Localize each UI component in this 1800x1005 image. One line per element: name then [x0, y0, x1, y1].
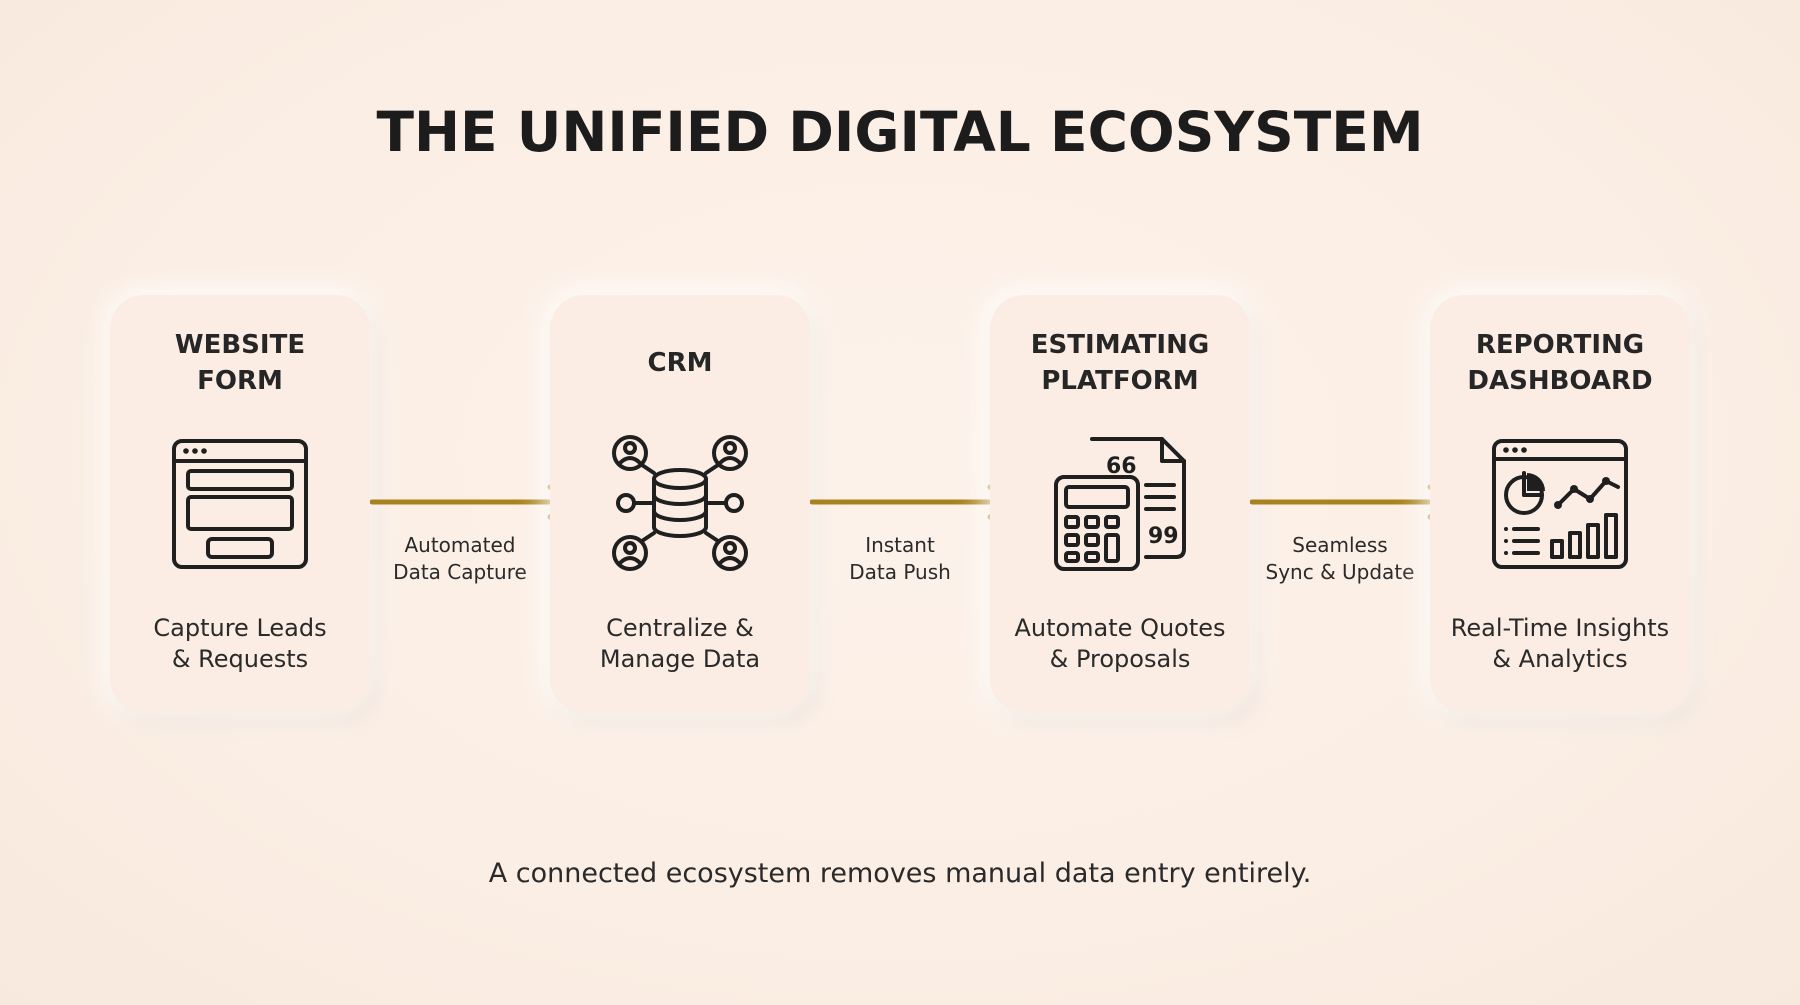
step-title: CRM [647, 348, 713, 378]
footer-caption: A connected ecosystem removes manual dat… [488, 858, 1312, 889]
web-form-icon [172, 439, 308, 569]
step-card-reporting-dashboard: REPORTING DASHBOARD [1430, 295, 1690, 713]
step-description: Automate Quotes & Proposals [1014, 614, 1226, 673]
database-network-icon [612, 435, 748, 571]
step-title: REPORTING DASHBOARD [1467, 330, 1653, 396]
analytics-dashboard-icon [1492, 439, 1628, 569]
svg-text:66: 66 [1106, 454, 1137, 479]
calculator-quote-icon: 66 99 [1054, 437, 1186, 571]
step-card-estimating-platform: ESTIMATING PLATFORM 66 99 Automate Quote… [990, 295, 1250, 713]
step-description: Capture Leads & Requests [153, 614, 327, 673]
step-card-website-form: WEBSITE FORM Capture Leads & Requests [110, 295, 370, 713]
connector-label: Seamless Sync & Update [1265, 533, 1415, 584]
connector-label: Instant Data Push [849, 533, 951, 584]
step-title: ESTIMATING PLATFORM [1030, 330, 1210, 396]
step-description: Real-Time Insights & Analytics [1450, 614, 1670, 673]
step-description: Centralize & Manage Data [599, 614, 761, 673]
step-title: WEBSITE FORM [174, 330, 306, 396]
flow-arrow [1250, 484, 1451, 520]
flow-arrow [370, 484, 571, 520]
svg-text:99: 99 [1148, 524, 1179, 549]
page-title: THE UNIFIED DIGITAL ECOSYSTEM [376, 100, 1424, 164]
connector-label: Automated Data Capture [393, 533, 527, 584]
flow-arrow [810, 484, 1011, 520]
step-card-crm: CRM [550, 295, 810, 713]
